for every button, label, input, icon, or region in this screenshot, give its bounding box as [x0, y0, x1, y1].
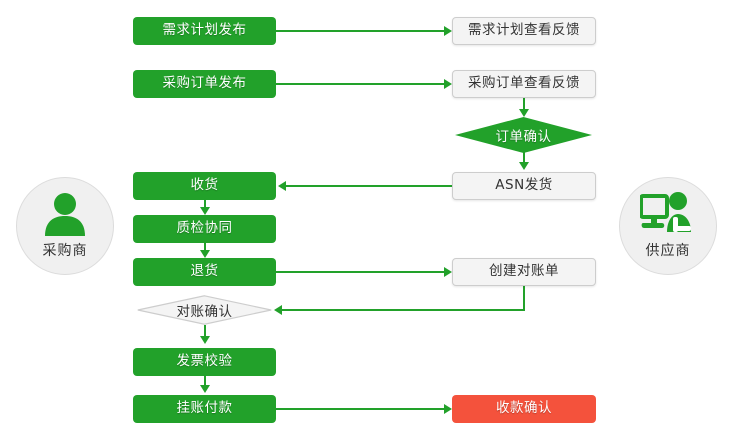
node-demand-plan-feedback[interactable]: 需求计划查看反馈: [452, 17, 596, 45]
reconcile-confirm-diamond-shape: [137, 295, 272, 325]
node-payment-confirm[interactable]: 收款确认: [452, 395, 596, 423]
edge-reconcile-to-invoice: [204, 325, 206, 338]
node-reconcile-confirm[interactable]: 对账确认: [137, 295, 272, 325]
node-demand-plan-publish[interactable]: 需求计划发布: [133, 17, 276, 45]
edge-po-feedback-to-order-confirm: [523, 98, 525, 111]
node-asn-shipment[interactable]: ASN发货: [452, 172, 596, 200]
arrowhead-po-feedback: [444, 79, 452, 89]
arrowhead-goods-receipt: [278, 181, 286, 191]
node-create-statement[interactable]: 创建对账单: [452, 258, 596, 286]
arrowhead-return-goods: [200, 250, 210, 258]
arrowhead-invoice-verification: [200, 336, 210, 344]
user-icon: [44, 192, 86, 238]
arrowhead-create-statement: [444, 267, 452, 277]
node-quality-collaboration[interactable]: 质检协同: [133, 215, 276, 243]
edge-order-confirm-to-asn: [523, 152, 525, 165]
edge-po-publish-to-feedback: [276, 83, 444, 85]
node-invoice-verification[interactable]: 发票校验: [133, 348, 276, 376]
arrowhead-order-confirm: [519, 109, 529, 117]
edge-invoice-to-pending-payment: [204, 376, 206, 387]
node-order-confirm[interactable]: 订单确认: [455, 117, 592, 153]
order-confirm-diamond-shape: [455, 117, 592, 153]
arrowhead-reconcile-confirm: [274, 305, 282, 315]
edge-quality-to-return: [204, 243, 206, 252]
arrowhead-demand-plan-feedback: [444, 26, 452, 36]
arrowhead-quality-collaboration: [200, 207, 210, 215]
actor-buyer-label: 采购商: [42, 243, 88, 259]
arrowhead-asn-shipment: [519, 162, 529, 170]
actor-supplier[interactable]: 供应商: [619, 177, 717, 275]
actor-supplier-label: 供应商: [645, 243, 691, 259]
arrowhead-pending-payment: [200, 385, 210, 393]
edge-pending-payment-to-payment-confirm: [276, 408, 444, 410]
user-at-computer-icon: [639, 192, 696, 238]
node-po-feedback[interactable]: 采购订单查看反馈: [452, 70, 596, 98]
edge-asn-to-goods-receipt: [286, 185, 452, 187]
node-pending-payment[interactable]: 挂账付款: [133, 395, 276, 423]
edge-demand-plan-publish-to-feedback: [276, 30, 444, 32]
edge-goods-receipt-to-quality: [204, 200, 206, 209]
node-po-publish[interactable]: 采购订单发布: [133, 70, 276, 98]
edge-create-statement-down: [523, 286, 525, 311]
node-return-goods[interactable]: 退货: [133, 258, 276, 286]
arrowhead-payment-confirm: [444, 404, 452, 414]
edge-return-to-create-statement: [276, 271, 444, 273]
node-goods-receipt[interactable]: 收货: [133, 172, 276, 200]
actor-buyer[interactable]: 采购商: [16, 177, 114, 275]
edge-create-statement-to-reconcile: [282, 309, 525, 311]
